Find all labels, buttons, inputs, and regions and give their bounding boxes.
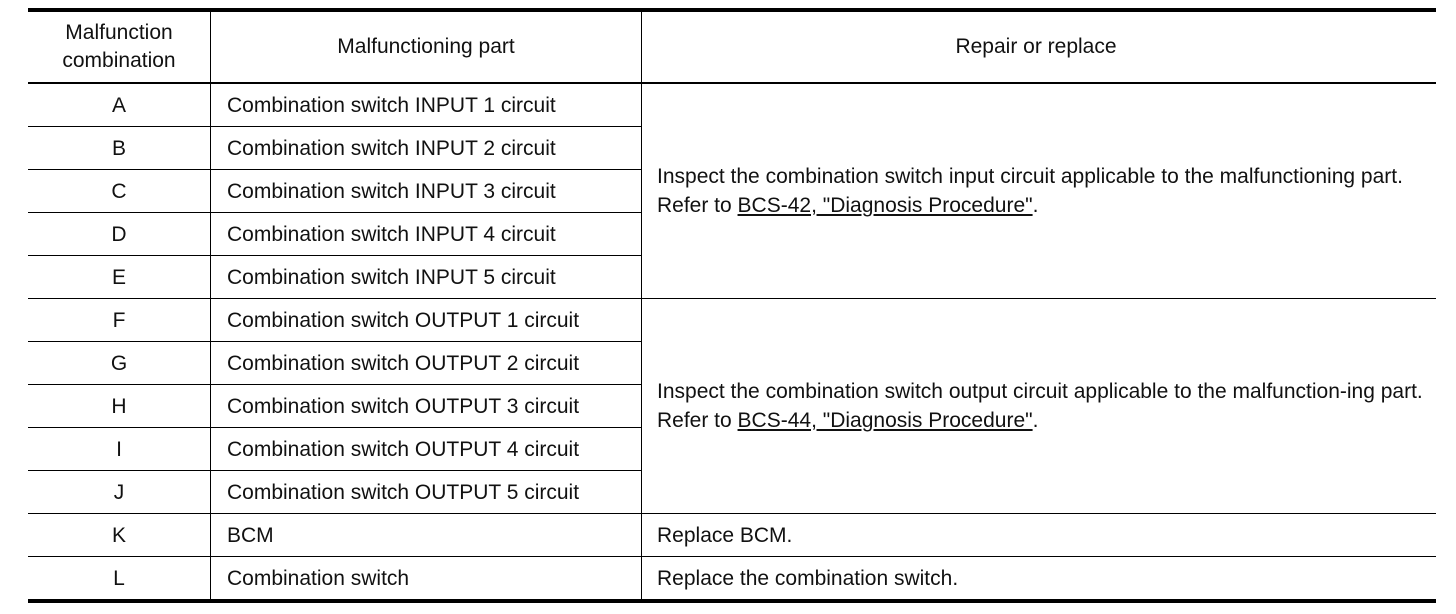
part-cell: Combination switch INPUT 4 circuit <box>210 212 642 256</box>
table-row: F Combination switch OUTPUT 1 circuit In… <box>28 298 1436 514</box>
repair-cell-input: Inspect the combination switch input cir… <box>642 83 1437 299</box>
header-malfunction-combination: Malfunction combination <box>28 10 211 84</box>
part-cell: Combination switch INPUT 3 circuit <box>210 169 642 213</box>
repair-text: Inspect the combination switch output ci… <box>657 380 1423 432</box>
part-cell: Combination switch <box>210 556 642 601</box>
repair-cell-switch: Replace the combination switch. <box>641 556 1436 601</box>
part-cell: BCM <box>210 513 642 557</box>
link-bcs-44-diagnosis-procedure[interactable]: BCS-44, "Diagnosis Procedure" <box>737 409 1033 432</box>
part-cell: Combination switch OUTPUT 2 circuit <box>210 341 642 385</box>
combination-cell: A <box>28 83 211 127</box>
table-row: L Combination switch Replace the combina… <box>28 556 1436 601</box>
header-repair-or-replace: Repair or replace <box>641 10 1436 84</box>
header-malfunctioning-part: Malfunctioning part <box>210 10 642 84</box>
table-row: H Combination switch OUTPUT 3 circuit <box>28 384 1436 428</box>
combination-cell: F <box>28 298 211 342</box>
table-row: I Combination switch OUTPUT 4 circuit <box>28 427 1436 471</box>
combination-cell: B <box>28 126 211 170</box>
combination-cell: L <box>28 556 211 601</box>
repair-cell-bcm: Replace BCM. <box>641 513 1436 557</box>
combination-cell: J <box>28 470 211 514</box>
repair-text-end: . <box>1032 409 1039 432</box>
part-cell: Combination switch OUTPUT 4 circuit <box>210 427 642 471</box>
table-row: J Combination switch OUTPUT 5 circuit <box>28 470 1436 514</box>
combination-cell: E <box>28 255 211 299</box>
combination-cell: H <box>28 384 211 428</box>
repair-cell-output: Inspect the combination switch output ci… <box>641 298 1436 514</box>
combination-cell: I <box>28 427 211 471</box>
link-bcs-42-diagnosis-procedure[interactable]: BCS-42, "Diagnosis Procedure" <box>737 194 1033 217</box>
malfunction-repair-table: Malfunction combination Malfunctioning p… <box>28 8 1436 603</box>
table-header-row: Malfunction combination Malfunctioning p… <box>28 10 1436 84</box>
table-row: A Combination switch INPUT 1 circuit Ins… <box>28 83 1436 217</box>
table-row: D Combination switch INPUT 4 circuit <box>28 212 1436 256</box>
part-cell: Combination switch OUTPUT 5 circuit <box>210 470 642 514</box>
table-row: K BCM Replace BCM. <box>28 513 1436 557</box>
combination-cell: G <box>28 341 211 385</box>
repair-table-container: Malfunction combination Malfunctioning p… <box>28 8 1436 603</box>
repair-text-end: . <box>1032 194 1039 217</box>
part-cell: Combination switch INPUT 5 circuit <box>210 255 642 299</box>
table-row: B Combination switch INPUT 2 circuit <box>28 126 1436 170</box>
table-row: E Combination switch INPUT 5 circuit <box>28 255 1436 299</box>
combination-cell: C <box>28 169 211 213</box>
part-cell: Combination switch OUTPUT 3 circuit <box>210 384 642 428</box>
table-row: G Combination switch OUTPUT 2 circuit <box>28 341 1436 385</box>
table-row: C Combination switch INPUT 3 circuit <box>28 169 1436 213</box>
part-cell: Combination switch INPUT 2 circuit <box>210 126 642 170</box>
part-cell: Combination switch INPUT 1 circuit <box>210 83 642 127</box>
combination-cell: K <box>28 513 211 557</box>
combination-cell: D <box>28 212 211 256</box>
repair-text: Inspect the combination switch input cir… <box>657 165 1403 217</box>
part-cell: Combination switch OUTPUT 1 circuit <box>210 298 642 342</box>
